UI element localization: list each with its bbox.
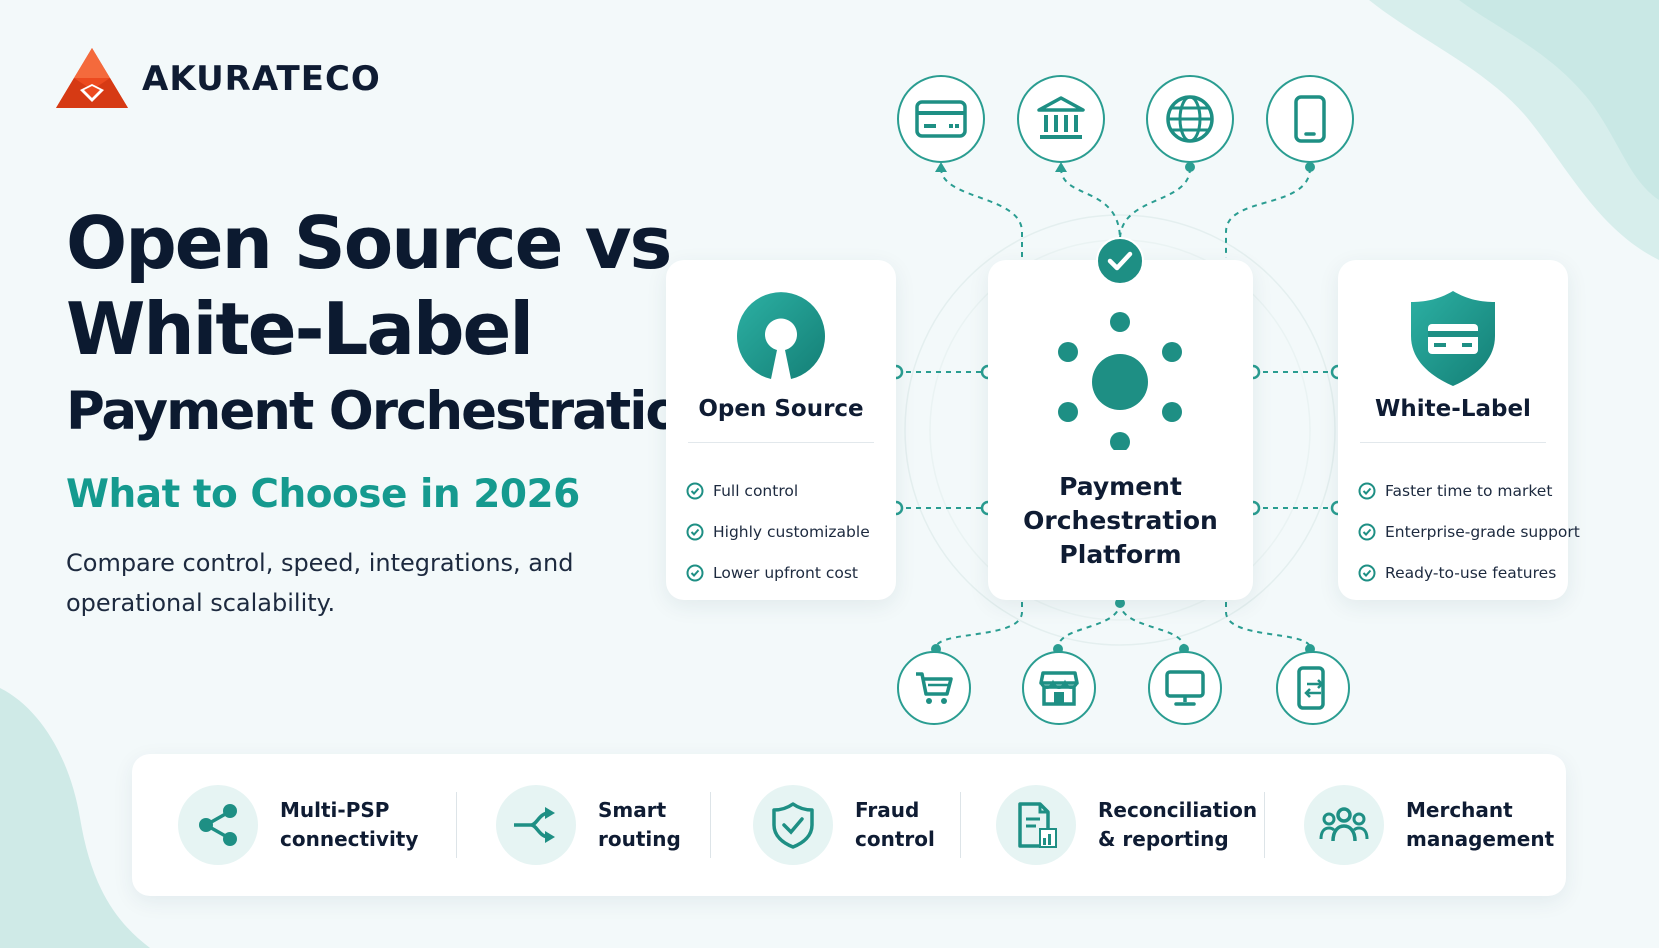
check-circle-icon — [686, 523, 704, 540]
verified-check-icon — [1096, 237, 1144, 285]
white-label-features: Faster time to market Enterprise-grade s… — [1358, 470, 1580, 593]
capability-label: Merchant management — [1406, 798, 1555, 851]
divider — [688, 442, 874, 443]
brand: AKURATECO — [54, 46, 381, 112]
open-source-logo-icon — [737, 292, 825, 379]
center-title-line-3: Platform — [1059, 540, 1182, 569]
hero-subtitle: What to Choose in 2026 — [66, 472, 580, 517]
capability-fraud-control: Fraud control — [753, 754, 935, 896]
capability-multi-psp: Multi-PSP connectivity — [178, 754, 418, 896]
split-route-icon — [496, 785, 576, 865]
feature-item: Full control — [686, 470, 890, 511]
akurateco-logo-icon — [56, 48, 128, 108]
capability-label: Smart routing — [598, 798, 681, 851]
feature-label: Enterprise-grade support — [1385, 522, 1580, 541]
check-circle-icon — [1358, 482, 1376, 499]
divider — [1360, 442, 1546, 443]
center-title: Payment Orchestration Platform — [988, 470, 1253, 572]
hero-title-line-3: Payment Orchestration — [66, 381, 718, 442]
capability-merchant-management: Merchant management — [1304, 754, 1554, 896]
shield-card-icon — [1411, 291, 1495, 386]
open-source-title: Open Source — [698, 396, 864, 422]
divider — [456, 792, 457, 858]
brand-name: AKURATECO — [142, 59, 381, 99]
payment-orchestration-platform-card: Payment Orchestration Platform — [988, 260, 1253, 600]
open-source-card: Open Source Full control Highly customiz… — [666, 260, 896, 600]
capability-label: Reconciliation & reporting — [1098, 798, 1258, 851]
mobile-transfer-icon — [1276, 651, 1350, 725]
feature-item: Ready-to-use features — [1358, 552, 1562, 593]
capability-smart-routing: Smart routing — [496, 754, 681, 896]
check-circle-icon — [686, 564, 704, 581]
feature-label: Faster time to market — [1385, 481, 1553, 500]
feature-label: Full control — [713, 481, 799, 500]
credit-card-icon — [897, 75, 985, 163]
center-title-line-2: Orchestration — [1023, 506, 1218, 535]
hero-title-line-2: White-Label — [66, 287, 534, 371]
white-label-title: White-Label — [1375, 396, 1531, 422]
open-source-features: Full control Highly customizable Lower u… — [686, 470, 890, 593]
network-share-icon — [178, 785, 258, 865]
bank-icon — [1017, 75, 1105, 163]
report-document-icon — [996, 785, 1076, 865]
storefront-icon — [1022, 651, 1096, 725]
divider — [710, 792, 711, 858]
capability-label: Fraud control — [855, 798, 935, 851]
feature-item: Highly customizable — [686, 511, 890, 552]
shopping-cart-icon — [897, 651, 971, 725]
monitor-icon — [1148, 651, 1222, 725]
check-circle-icon — [686, 482, 704, 499]
shield-check-icon — [753, 785, 833, 865]
capabilities-bar: Multi-PSP connectivity Smart routing Fra… — [132, 754, 1566, 896]
divider — [960, 792, 961, 858]
check-circle-icon — [1358, 523, 1376, 540]
white-label-card: White-Label Faster time to market Enterp… — [1338, 260, 1580, 600]
feature-label: Highly customizable — [713, 522, 870, 541]
network-hub-icon — [1058, 312, 1182, 450]
feature-label: Lower upfront cost — [713, 563, 858, 582]
feature-item: Faster time to market — [1358, 470, 1562, 511]
capability-reconciliation: Reconciliation & reporting — [996, 754, 1257, 896]
globe-icon — [1146, 75, 1234, 163]
feature-label: Ready-to-use features — [1385, 563, 1557, 582]
hero-title-line-1: Open Source vs — [66, 201, 672, 285]
background-blob-top-right — [1369, 0, 1659, 260]
smartphone-icon — [1266, 75, 1354, 163]
capability-label: Multi-PSP connectivity — [280, 798, 419, 851]
users-group-icon — [1304, 785, 1384, 865]
check-circle-icon — [1358, 564, 1376, 581]
feature-item: Lower upfront cost — [686, 552, 890, 593]
center-title-line-1: Payment — [1059, 472, 1182, 501]
divider — [1264, 792, 1265, 858]
feature-item: Enterprise-grade support — [1358, 511, 1580, 552]
hero-description: Compare control, speed, integrations, an… — [66, 549, 574, 617]
hero: Open Source vs White-Label Payment Orche… — [66, 200, 718, 623]
background-blob-bottom-left — [0, 688, 150, 948]
